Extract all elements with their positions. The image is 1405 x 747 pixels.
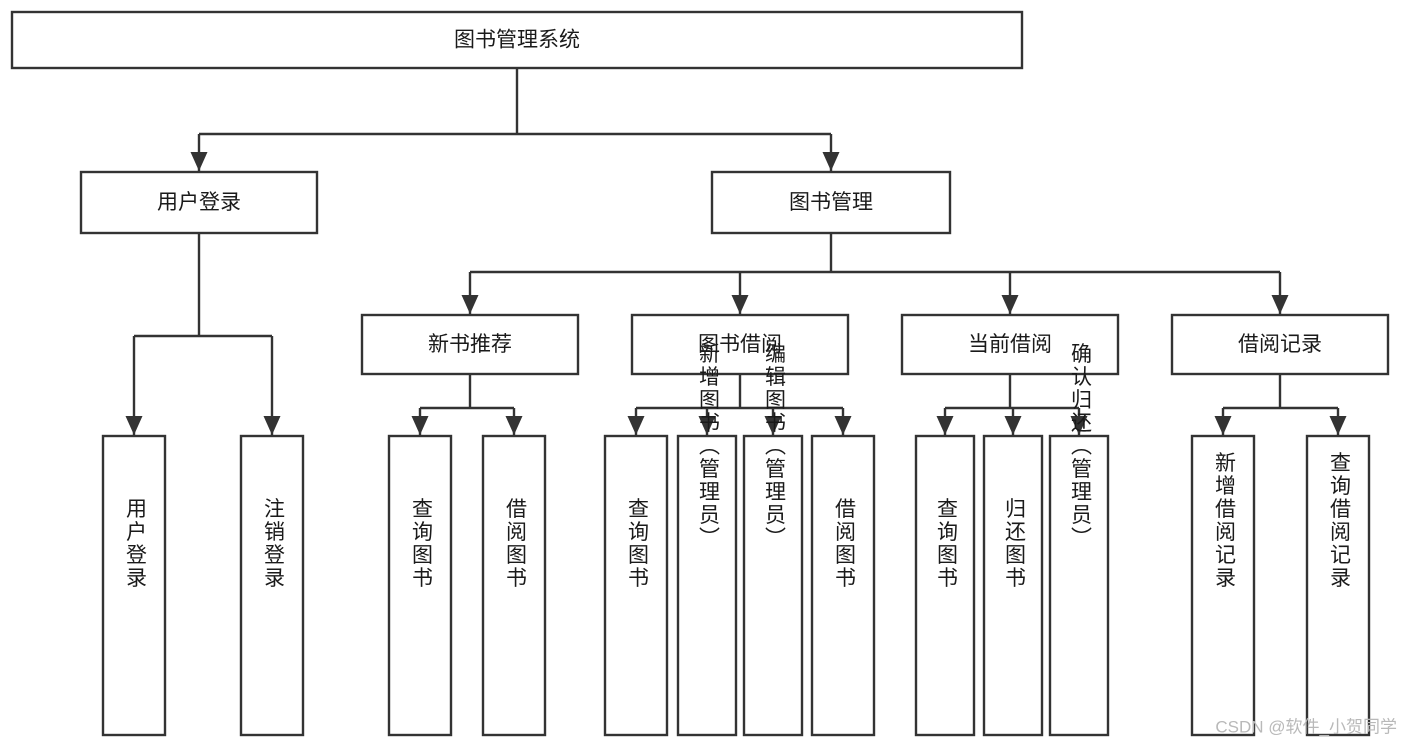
node-借阅记录[interactable]: 借阅记录: [1170, 313, 1390, 376]
node-label: 图书借阅: [698, 333, 782, 356]
node-label: 查询图书: [934, 498, 958, 590]
node-box: [710, 170, 952, 235]
node-label: 新增图书（管理员）: [696, 343, 720, 550]
node-图书借阅[interactable]: 图书借阅: [630, 313, 850, 376]
node-借阅图书[interactable]: 借阅图书: [810, 434, 876, 737]
arrow-head-icon: [731, 295, 749, 314]
node-box: [810, 434, 876, 737]
node-归还图书[interactable]: 归还图书: [982, 434, 1044, 737]
node-图书管理[interactable]: 图书管理: [710, 170, 952, 235]
arrow-head-icon: [822, 152, 840, 171]
arrow-head-icon: [627, 416, 645, 435]
node-label: 归还图书: [1002, 498, 1026, 590]
node-box: [239, 434, 305, 737]
node-box: [900, 313, 1120, 376]
node-box: [1305, 434, 1371, 737]
node-label: 图书管理系统: [454, 29, 580, 52]
node-box: [10, 10, 1024, 70]
node-编辑图书管理员[interactable]: 编辑图书（管理员）: [742, 343, 804, 737]
node-查询借阅记录[interactable]: 查询借阅记录: [1305, 434, 1371, 737]
node-注销登录[interactable]: 注销登录: [239, 434, 305, 737]
arrow-head-icon: [1004, 416, 1022, 435]
node-box: [676, 434, 738, 737]
node-新增图书管理员[interactable]: 新增图书（管理员）: [676, 343, 738, 737]
node-新增借阅记录[interactable]: 新增借阅记录: [1190, 434, 1256, 737]
node-label: 查询图书: [625, 498, 649, 590]
node-借阅图书[interactable]: 借阅图书: [481, 434, 547, 737]
node-查询图书[interactable]: 查询图书: [387, 434, 453, 737]
arrow-head-icon: [698, 416, 716, 435]
node-box: [982, 434, 1044, 737]
node-label: 查询借阅记录: [1327, 452, 1351, 590]
arrow-head-icon: [1001, 295, 1019, 314]
node-label: 借阅记录: [1238, 333, 1322, 356]
node-box: [481, 434, 547, 737]
node-label: 借阅图书: [832, 498, 856, 590]
node-label: 借阅图书: [503, 498, 527, 590]
arrow-head-icon: [834, 416, 852, 435]
node-label: 新增借阅记录: [1212, 452, 1236, 590]
node-box: [1190, 434, 1256, 737]
node-box: [360, 313, 580, 376]
arrow-head-icon: [190, 152, 208, 171]
arrow-head-icon: [936, 416, 954, 435]
node-box: [387, 434, 453, 737]
node-box: [914, 434, 976, 737]
node-box: [1170, 313, 1390, 376]
node-确认归还管理员[interactable]: 确认归还（管理员）: [1048, 343, 1110, 737]
node-用户登录[interactable]: 用户登录: [101, 434, 167, 737]
node-查询图书[interactable]: 查询图书: [914, 434, 976, 737]
arrow-head-icon: [411, 416, 429, 435]
node-label: 查询图书: [409, 498, 433, 590]
node-查询图书[interactable]: 查询图书: [603, 434, 669, 737]
arrow-head-icon: [764, 416, 782, 435]
arrow-head-icon: [1329, 416, 1347, 435]
node-label: 确认归还（管理员）: [1068, 343, 1092, 550]
node-box: [630, 313, 850, 376]
node-label: 注销登录: [261, 498, 285, 590]
node-box: [603, 434, 669, 737]
arrow-head-icon: [125, 416, 143, 435]
node-新书推荐[interactable]: 新书推荐: [360, 313, 580, 376]
node-layer: 图书管理系统用户登录用户登录注销登录图书管理新书推荐查询图书借阅图书图书借阅查询…: [10, 10, 1390, 737]
arrow-head-icon: [461, 295, 479, 314]
node-用户登录[interactable]: 用户登录: [79, 170, 319, 235]
node-label: 新书推荐: [428, 333, 512, 356]
node-label: 用户登录: [123, 498, 147, 590]
node-box: [1048, 434, 1110, 737]
arrow-head-icon: [1271, 295, 1289, 314]
node-label: 当前借阅: [968, 333, 1052, 356]
node-label: 用户登录: [157, 191, 241, 214]
node-box: [101, 434, 167, 737]
arrow-head-icon: [1214, 416, 1232, 435]
arrow-head-icon: [505, 416, 523, 435]
connector-layer: [125, 68, 1347, 435]
node-box: [79, 170, 319, 235]
node-label: 图书管理: [789, 191, 873, 214]
arrow-head-icon: [263, 416, 281, 435]
arrow-head-icon: [1070, 416, 1088, 435]
watermark-label: CSDN @软件_小贺同学: [1215, 717, 1397, 736]
node-图书管理系统[interactable]: 图书管理系统: [10, 10, 1024, 70]
node-当前借阅[interactable]: 当前借阅: [900, 313, 1120, 376]
node-box: [742, 434, 804, 737]
node-label: 编辑图书（管理员）: [762, 343, 786, 550]
